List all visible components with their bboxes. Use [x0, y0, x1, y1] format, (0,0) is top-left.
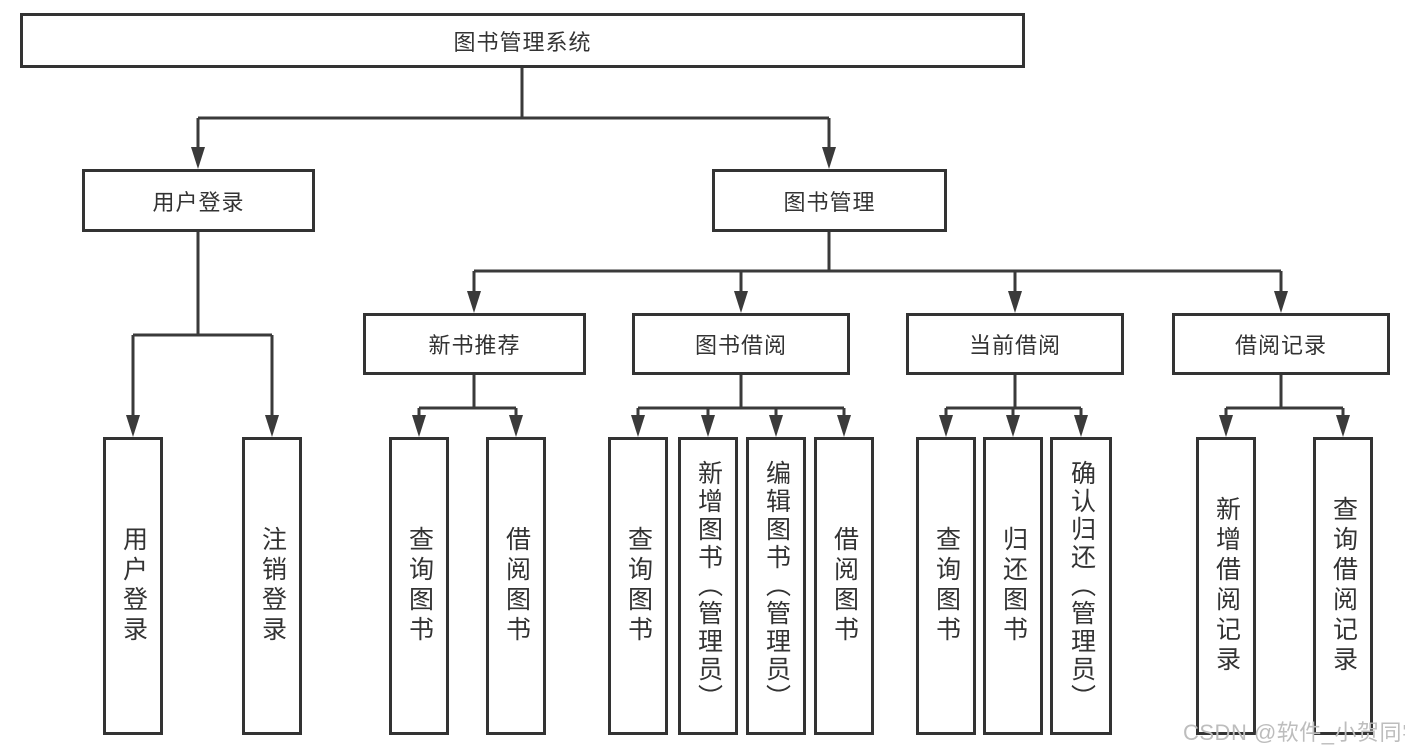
- node-new-book-recommend: 新书推荐: [363, 313, 586, 375]
- leaf-query-borrow-record-label: 查询借阅记录: [1329, 496, 1358, 676]
- leaf-query-book-current: 查询图书: [916, 437, 976, 735]
- arrowhead: [467, 291, 481, 313]
- arrowhead: [1336, 415, 1350, 437]
- leaf-query-book-borrow-label: 查询图书: [624, 526, 653, 646]
- arrowhead: [837, 415, 851, 437]
- arrowhead: [1008, 291, 1022, 313]
- node-current-borrow: 当前借阅: [906, 313, 1124, 375]
- leaf-user-login: 用户登录: [103, 437, 163, 735]
- node-borrow-record: 借阅记录: [1172, 313, 1390, 375]
- arrowhead: [191, 147, 205, 169]
- leaf-add-book-admin-label: 新增图书（管理员）: [694, 460, 723, 712]
- arrowhead: [126, 415, 140, 437]
- leaf-edit-book-admin-label: 编辑图书（管理员）: [762, 460, 791, 712]
- leaf-borrow-book-recommend-label: 借阅图书: [502, 526, 531, 646]
- arrowhead: [412, 415, 426, 437]
- connector-book-level3: [472, 232, 1283, 293]
- leaf-logout: 注销登录: [242, 437, 302, 735]
- leaf-return-book: 归还图书: [983, 437, 1043, 735]
- leaf-add-borrow-record-label: 新增借阅记录: [1212, 496, 1241, 676]
- node-root: 图书管理系统: [20, 13, 1025, 68]
- leaf-query-book-recommend-label: 查询图书: [405, 526, 434, 646]
- arrowhead: [769, 415, 783, 437]
- leaf-confirm-return-admin: 确认归还（管理员）: [1050, 437, 1112, 735]
- leaf-query-borrow-record: 查询借阅记录: [1313, 437, 1373, 735]
- leaf-confirm-return-admin-label: 确认归还（管理员）: [1067, 460, 1096, 712]
- arrowhead: [509, 415, 523, 437]
- leaf-add-book-admin: 新增图书（管理员）: [678, 437, 738, 735]
- arrowhead: [631, 415, 645, 437]
- connector-current-leaves: [944, 375, 1083, 418]
- connector-root-level2: [196, 68, 831, 149]
- leaf-query-book-current-label: 查询图书: [932, 526, 961, 646]
- arrowhead: [1274, 291, 1288, 313]
- leaf-return-book-label: 归还图书: [999, 526, 1028, 646]
- leaf-query-book-borrow: 查询图书: [608, 437, 668, 735]
- node-book-management: 图书管理: [712, 169, 947, 232]
- arrowhead: [734, 291, 748, 313]
- arrowhead: [939, 415, 953, 437]
- node-user-login: 用户登录: [82, 169, 315, 232]
- leaf-borrow-book-recommend: 借阅图书: [486, 437, 546, 735]
- connector-user-leaves: [131, 232, 274, 417]
- leaf-query-book-recommend: 查询图书: [389, 437, 449, 735]
- leaf-add-borrow-record: 新增借阅记录: [1196, 437, 1256, 735]
- arrowhead: [265, 415, 279, 437]
- connector-borrow-leaves: [636, 375, 846, 418]
- node-book-borrow: 图书借阅: [632, 313, 850, 375]
- arrowhead: [1006, 415, 1020, 437]
- arrowhead: [1219, 415, 1233, 437]
- arrowhead: [1074, 415, 1088, 437]
- arrowhead: [822, 147, 836, 169]
- leaf-user-login-label: 用户登录: [119, 526, 148, 646]
- csdn-watermark: CSDN @软件_小贺同学: [1183, 720, 1405, 745]
- leaf-edit-book-admin: 编辑图书（管理员）: [746, 437, 806, 735]
- connector-record-leaves: [1224, 375, 1345, 418]
- leaf-borrow-book: 借阅图书: [814, 437, 874, 735]
- leaf-borrow-book-label: 借阅图书: [830, 526, 859, 646]
- leaf-logout-label: 注销登录: [258, 526, 287, 646]
- arrowhead: [701, 415, 715, 437]
- connector-newbook-leaves: [417, 375, 518, 418]
